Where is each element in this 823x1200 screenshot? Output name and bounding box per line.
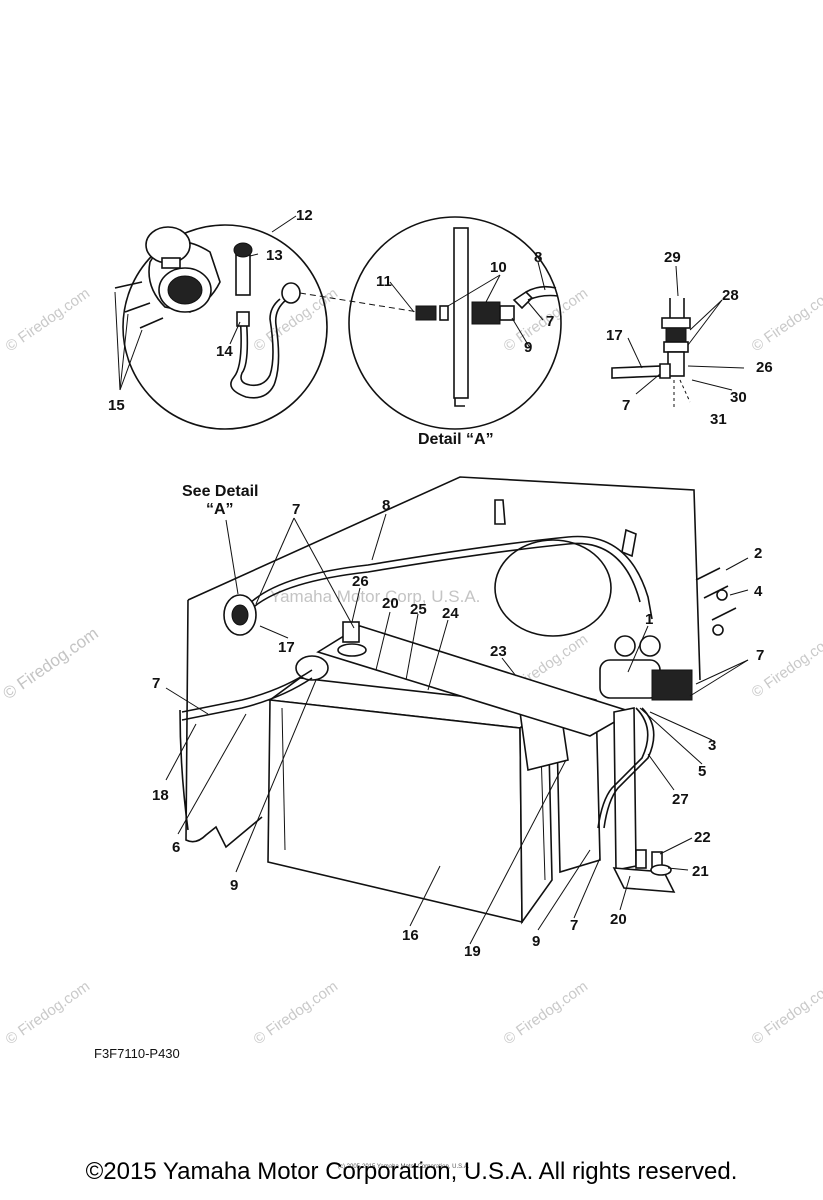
callout-20: 20 bbox=[382, 595, 399, 612]
callout-30: 30 bbox=[730, 389, 747, 406]
watermark: © Firedog.com bbox=[3, 285, 94, 355]
callout-14: 14 bbox=[216, 343, 233, 360]
callout-7: 7 bbox=[570, 917, 578, 934]
callout-7: 7 bbox=[756, 647, 764, 664]
tiny-copyright: (c) 2005-2015 Yamaha Motor Corporation, … bbox=[338, 1164, 470, 1170]
watermark: © Firedog.com bbox=[0, 624, 102, 704]
callout-25: 25 bbox=[410, 601, 427, 618]
callout-10: 10 bbox=[490, 259, 507, 276]
watermark: © Firedog.com bbox=[3, 978, 94, 1048]
callout-17: 17 bbox=[606, 327, 623, 344]
callout-29: 29 bbox=[664, 249, 681, 266]
callout-17: 17 bbox=[278, 639, 295, 656]
see-detail-label: “A” bbox=[206, 501, 234, 518]
callout-7: 7 bbox=[292, 501, 300, 518]
callout-27: 27 bbox=[672, 791, 689, 808]
callout-13: 13 bbox=[266, 247, 283, 264]
callout-3: 3 bbox=[708, 737, 716, 754]
callout-15: 15 bbox=[108, 397, 125, 414]
callout-5: 5 bbox=[698, 763, 706, 780]
callout-11: 11 bbox=[376, 273, 392, 290]
callout-26: 26 bbox=[352, 573, 369, 590]
callout-21: 21 bbox=[692, 863, 709, 880]
callout-4: 4 bbox=[754, 583, 763, 600]
watermark: © Firedog.com bbox=[749, 285, 823, 355]
callout-31: 31 bbox=[710, 411, 727, 428]
callout-24: 24 bbox=[442, 605, 459, 622]
watermark: © Firedog.com bbox=[749, 978, 823, 1048]
callout-18: 18 bbox=[152, 787, 169, 804]
callouts: 12 13 14 15 11 10 8 7 9 29 28 17 26 30 7… bbox=[108, 207, 773, 960]
watermark: © Firedog.com bbox=[749, 631, 823, 701]
callout-6: 6 bbox=[172, 839, 180, 856]
detail-circle-a bbox=[348, 216, 562, 430]
callout-8: 8 bbox=[534, 249, 542, 266]
callout-7: 7 bbox=[152, 675, 160, 692]
watermark: © Firedog.com bbox=[251, 978, 342, 1048]
detail-circle-fill-cap bbox=[114, 215, 419, 430]
callout-2: 2 bbox=[754, 545, 762, 562]
callout-23: 23 bbox=[490, 643, 507, 660]
callout-8: 8 bbox=[382, 497, 390, 514]
callout-9: 9 bbox=[524, 339, 532, 356]
watermark-center: Yamaha Motor Corp, U.S.A. bbox=[270, 587, 480, 606]
callout-20: 20 bbox=[610, 911, 627, 928]
callout-9: 9 bbox=[532, 933, 540, 950]
vent-fitting-assembly bbox=[611, 265, 745, 410]
footer-copyright: ©2015 Yamaha Motor Corporation, U.S.A. A… bbox=[85, 1158, 738, 1185]
detail-a-caption: Detail “A” bbox=[418, 431, 494, 448]
callout-28: 28 bbox=[722, 287, 739, 304]
callout-1: 1 bbox=[645, 611, 653, 628]
main-assembly bbox=[165, 476, 749, 945]
callout-19: 19 bbox=[464, 943, 481, 960]
callout-9: 9 bbox=[230, 877, 238, 894]
callout-16: 16 bbox=[402, 927, 419, 944]
callout-7: 7 bbox=[546, 313, 554, 330]
watermark: © Firedog.com bbox=[501, 978, 592, 1048]
callout-12: 12 bbox=[296, 207, 313, 224]
callout-22: 22 bbox=[694, 829, 711, 846]
callout-7: 7 bbox=[622, 397, 630, 414]
callout-26: 26 bbox=[756, 359, 773, 376]
part-code: F3F7110-P430 bbox=[94, 1046, 180, 1061]
see-detail-label: See Detail bbox=[182, 483, 258, 500]
